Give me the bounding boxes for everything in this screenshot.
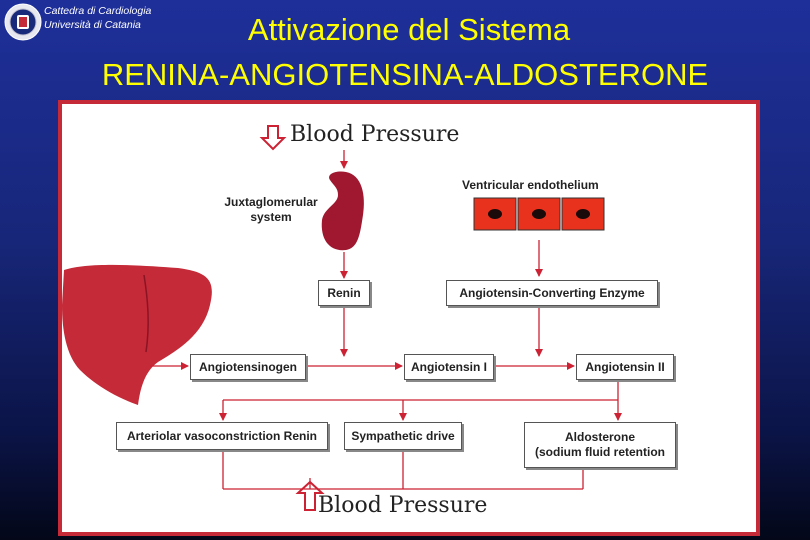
diagram-graphics: [62, 125, 622, 511]
angiotensin-1-box: Angiotensin I: [404, 354, 494, 380]
institution-line-1: Cattedra di Cardiologia: [44, 5, 152, 17]
raas-diagram: Blood Pressure Blood Pressure Juxtaglome…: [58, 100, 760, 536]
slide-title-line-2: RENINA-ANGIOTENSINA-ALDOSTERONE: [101, 57, 709, 92]
aldosterone-box: Aldosterone (sodium fluid retention: [524, 422, 676, 468]
liver-icon: [62, 264, 212, 405]
juxtaglomerular-label: Juxtaglomerular system: [216, 195, 326, 225]
kidney-icon: [321, 171, 364, 251]
aldosterone-line-2: (sodium fluid retention: [535, 445, 665, 459]
juxtaglomerular-line-2: system: [250, 210, 292, 224]
renin-box: Renin: [318, 280, 370, 306]
juxtaglomerular-line-1: Juxtaglomerular: [224, 195, 318, 209]
sympathetic-drive-box: Sympathetic drive: [344, 422, 462, 450]
aldosterone-line-1: Aldosterone: [564, 430, 635, 444]
flow-arrows: [150, 150, 622, 490]
arteriolar-vasoconstriction-box: Arteriolar vasoconstriction Renin: [116, 422, 328, 450]
angiotensin-2-box: Angiotensin II: [576, 354, 674, 380]
blood-pressure-top-label: Blood Pressure: [290, 122, 460, 147]
ace-box: Angiotensin-Converting Enzyme: [446, 280, 658, 306]
angiotensinogen-box: Angiotensinogen: [190, 354, 306, 380]
down-arrow-icon: [259, 125, 287, 151]
institution-line-2: Università di Catania: [44, 19, 141, 31]
endothelium-cells-icon: [473, 197, 605, 231]
ventricular-endothelium-label: Ventricular endothelium: [462, 178, 599, 192]
university-seal-logo: [4, 3, 42, 41]
slide-title-line-1: Attivazione del Sistema: [247, 12, 571, 47]
institution-label: Cattedra di Cardiologia Università di Ca…: [44, 4, 151, 32]
blood-pressure-bottom-label: Blood Pressure: [318, 493, 488, 518]
